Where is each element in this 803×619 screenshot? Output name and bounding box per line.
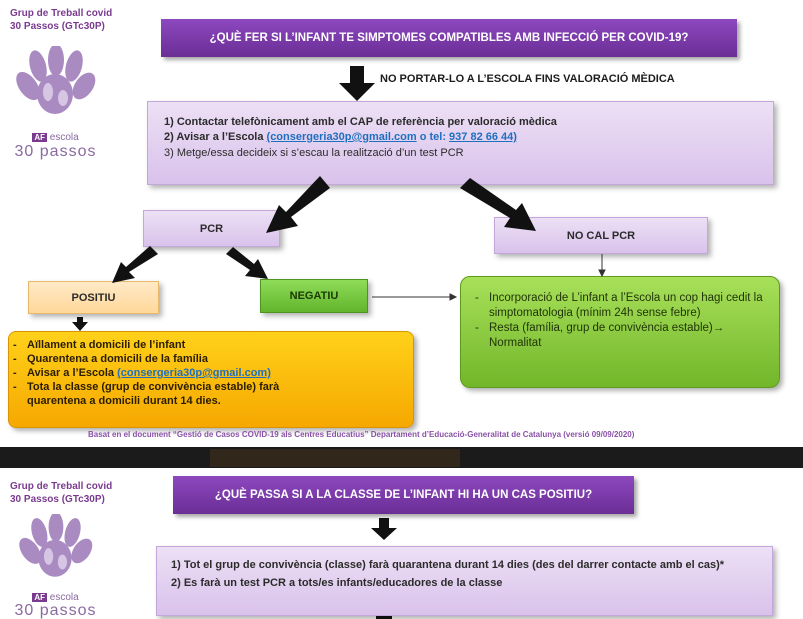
positiu-box: POSITIU xyxy=(28,281,159,314)
thin-arrow-icon xyxy=(372,254,606,301)
positive-actions-box: -Aïllament a domicili de l’infant -Quare… xyxy=(8,331,414,428)
flow-arrows xyxy=(72,66,606,331)
arrow-down-icon xyxy=(371,518,397,619)
arrow-to-pcr-icon xyxy=(266,176,330,233)
school-logo: AF escola 30 passos xyxy=(8,44,103,161)
arrow-to-negatiu-icon xyxy=(226,247,268,279)
arrow-to-no-pcr-icon xyxy=(460,178,536,231)
phone-link[interactable]: 937 82 66 44) xyxy=(449,131,517,143)
slide2-title: ¿QUÈ PASSA SI A LA CLASSE DE L’INFANT HI… xyxy=(173,476,634,514)
slide-symptoms: Grup de Treball covid 30 Passos (GTc30P)… xyxy=(0,0,803,447)
slide-separator-glow xyxy=(210,449,460,467)
slide1-title: ¿QUÈ FER SI L’INFANT TE SIMPTOMES COMPAT… xyxy=(161,19,737,57)
arrow-down-icon xyxy=(339,66,375,101)
arrow-to-positiu-icon xyxy=(112,246,158,283)
slide2-steps-box: 1) Tot el grup de convivència (classe) f… xyxy=(156,546,773,616)
school-logo-2: AF escola 30 passos xyxy=(8,512,103,619)
source-footer: Basat en el document “Gestió de Casos CO… xyxy=(88,430,635,439)
steps-box: 1) Contactar telefònicament amb el CAP d… xyxy=(147,101,774,185)
slide-positive-case: Grup de Treball covid 30 Passos (GTc30P)… xyxy=(0,468,803,619)
hand-flower-logo-icon xyxy=(16,44,96,114)
arrow-down-positiu-icon xyxy=(72,317,88,331)
negatiu-box: NEGATIU xyxy=(260,279,368,313)
email-link-2[interactable]: (consergeria30p@gmail.com) xyxy=(117,367,271,379)
no-pcr-actions-box: -Incorporació de L’infant a l’Escola un … xyxy=(460,276,780,388)
group-name: Grup de Treball covid 30 Passos (GTc30P) xyxy=(10,8,113,32)
pcr-box: PCR xyxy=(143,210,280,247)
group-name-2: Grup de Treball covid 30 Passos (GTc30P) xyxy=(10,481,113,505)
hand-flower-logo-icon xyxy=(19,512,93,577)
email-link[interactable]: (consergeria30p@gmail.com xyxy=(266,131,417,143)
do-not-bring-label: NO PORTAR-LO A L’ESCOLA FINS VALORACIÓ M… xyxy=(380,73,675,85)
